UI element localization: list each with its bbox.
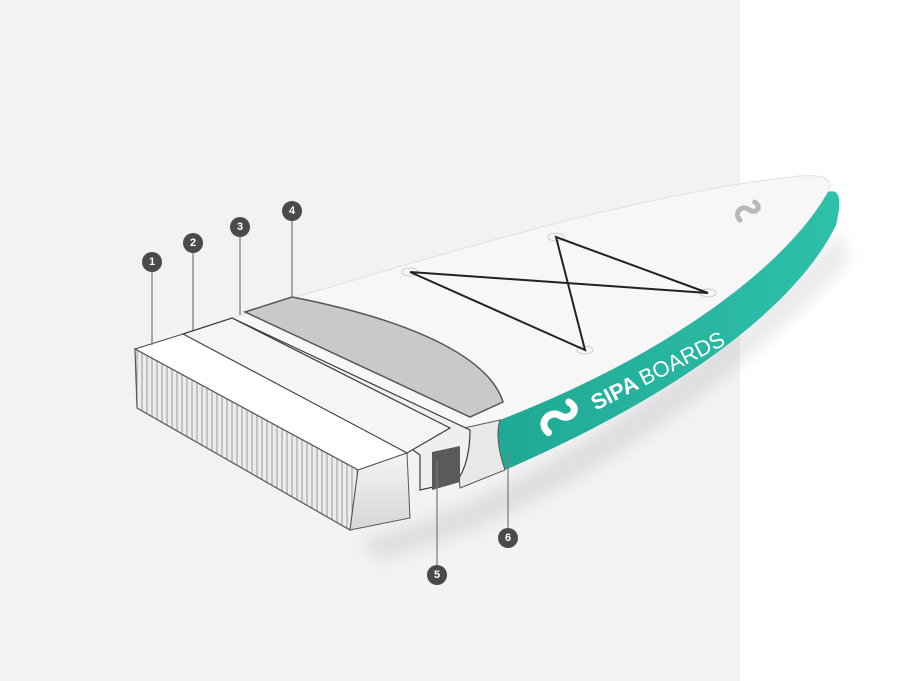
marker-6: 6 bbox=[498, 528, 518, 548]
marker-3: 3 bbox=[230, 217, 250, 237]
svg-text:3: 3 bbox=[237, 221, 243, 233]
board-shadow bbox=[360, 230, 850, 560]
svg-text:5: 5 bbox=[434, 569, 440, 581]
svg-text:4: 4 bbox=[289, 205, 296, 217]
svg-text:2: 2 bbox=[190, 237, 196, 249]
layer-1-core-side bbox=[349, 452, 411, 531]
brand-logo-icon bbox=[540, 398, 578, 437]
svg-text:1: 1 bbox=[149, 256, 155, 268]
layer-4-deck-pad bbox=[242, 296, 504, 418]
brand-logo-icon bbox=[735, 199, 761, 223]
bungee-cord bbox=[401, 232, 717, 355]
board-rail bbox=[497, 191, 840, 471]
board-deck bbox=[181, 175, 831, 431]
leader-lines bbox=[151, 220, 509, 566]
marker-4: 4 bbox=[282, 201, 302, 221]
marker-1: 1 bbox=[142, 252, 162, 272]
svg-text:6: 6 bbox=[505, 532, 511, 544]
layer-5-rail-patch bbox=[432, 446, 460, 490]
marker-2: 2 bbox=[183, 233, 203, 253]
marker-5: 5 bbox=[427, 565, 447, 585]
